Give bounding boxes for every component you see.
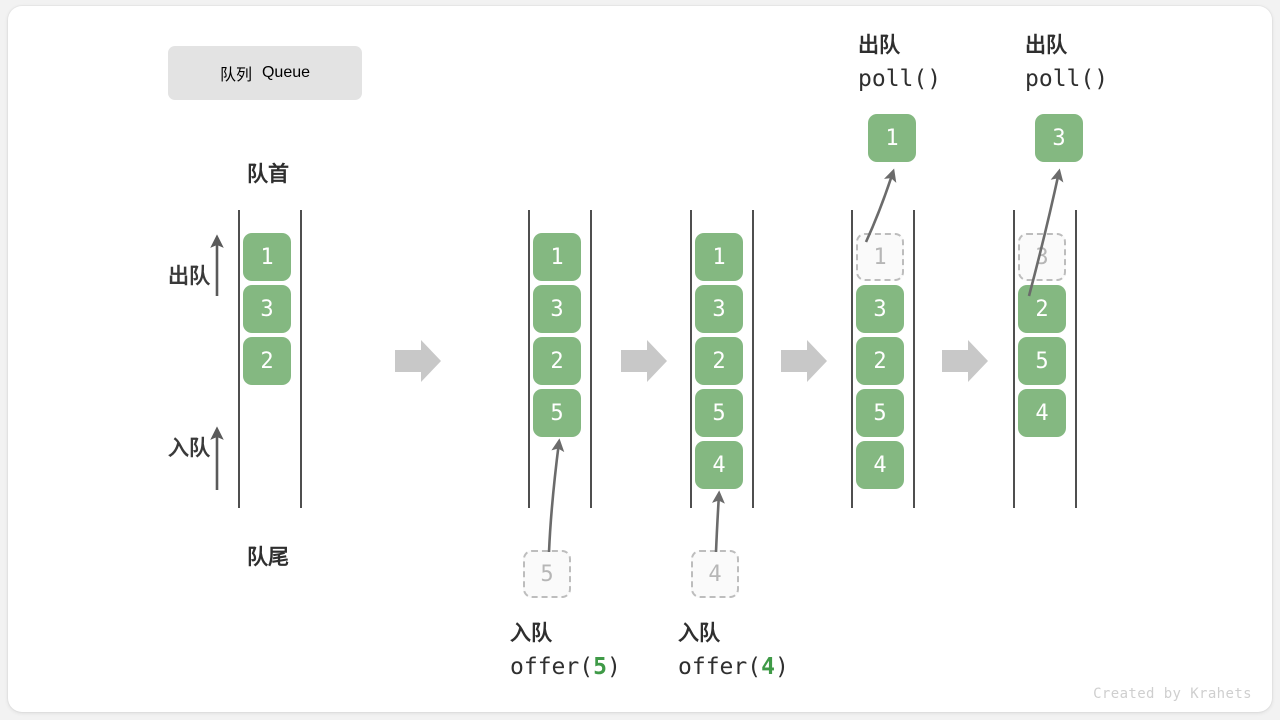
dequeue-caption-1: 出队 poll() xyxy=(792,30,992,96)
queue-item: 3 xyxy=(695,285,743,333)
title-chip: 队列 Queue xyxy=(168,46,362,100)
step-arrow-4 xyxy=(942,340,988,382)
dequeue-direction-label: 出队 xyxy=(168,265,210,288)
title-english: Queue xyxy=(261,64,311,81)
queue-item: 5 xyxy=(533,389,581,437)
dequeue-caption-label: 出队 xyxy=(1025,34,1067,57)
step-arrow-2 xyxy=(621,340,667,382)
queue-item: 5 xyxy=(1018,337,1066,385)
queue-item: 5 xyxy=(695,389,743,437)
queue-item: 4 xyxy=(695,441,743,489)
popped-item-3: 3 xyxy=(1035,114,1083,162)
pending-enqueue-item-5: 5 xyxy=(523,550,571,598)
queue-tail-label: 队尾 xyxy=(247,546,289,569)
queue-item: 1 xyxy=(695,233,743,281)
popped-item-1: 1 xyxy=(868,114,916,162)
title-chinese: 队列 xyxy=(219,67,252,84)
queue-item-removed: 1 xyxy=(856,233,904,281)
queue-item: 2 xyxy=(695,337,743,385)
enqueue-direction-label: 入队 xyxy=(168,437,210,460)
enqueue-caption-5: 入队 offer(5) xyxy=(447,618,647,684)
queue-item: 3 xyxy=(856,285,904,333)
enqueue-caption-label: 入队 xyxy=(678,622,720,645)
pending-enqueue-item-4: 4 xyxy=(691,550,739,598)
dequeue-caption-code: poll() xyxy=(1025,65,1109,92)
step-arrow-1 xyxy=(395,340,441,382)
dequeue-caption-code: poll() xyxy=(858,65,942,92)
queue-item: 4 xyxy=(856,441,904,489)
queue-item: 3 xyxy=(243,285,291,333)
column-rail-left xyxy=(1013,210,1015,508)
column-rail-left xyxy=(238,210,240,508)
queue-item: 2 xyxy=(243,337,291,385)
queue-item: 2 xyxy=(533,337,581,385)
queue-head-label: 队首 xyxy=(247,163,289,186)
queue-item: 4 xyxy=(1018,389,1066,437)
queue-item: 3 xyxy=(533,285,581,333)
dequeue-caption-label: 出队 xyxy=(858,34,900,57)
column-rail-right xyxy=(752,210,754,508)
column-rail-left xyxy=(528,210,530,508)
queue-item: 5 xyxy=(856,389,904,437)
queue-item: 2 xyxy=(856,337,904,385)
column-rail-left xyxy=(690,210,692,508)
enqueue-caption-label: 入队 xyxy=(510,622,552,645)
queue-item: 2 xyxy=(1018,285,1066,333)
queue-item: 1 xyxy=(243,233,291,281)
queue-item: 1 xyxy=(533,233,581,281)
column-rail-right xyxy=(300,210,302,508)
queue-item-removed: 3 xyxy=(1018,233,1066,281)
enqueue-caption-4: 入队 offer(4) xyxy=(615,618,815,684)
dequeue-caption-3: 出队 poll() xyxy=(959,30,1159,96)
column-rail-right xyxy=(913,210,915,508)
enqueue-caption-code: offer(5) xyxy=(510,653,621,680)
column-rail-right xyxy=(590,210,592,508)
arrow-layer xyxy=(210,168,1064,553)
credit-text: Created by Krahets xyxy=(1093,686,1252,702)
enqueue-caption-code: offer(4) xyxy=(678,653,789,680)
column-rail-right xyxy=(1075,210,1077,508)
column-rail-left xyxy=(851,210,853,508)
step-arrow-3 xyxy=(781,340,827,382)
